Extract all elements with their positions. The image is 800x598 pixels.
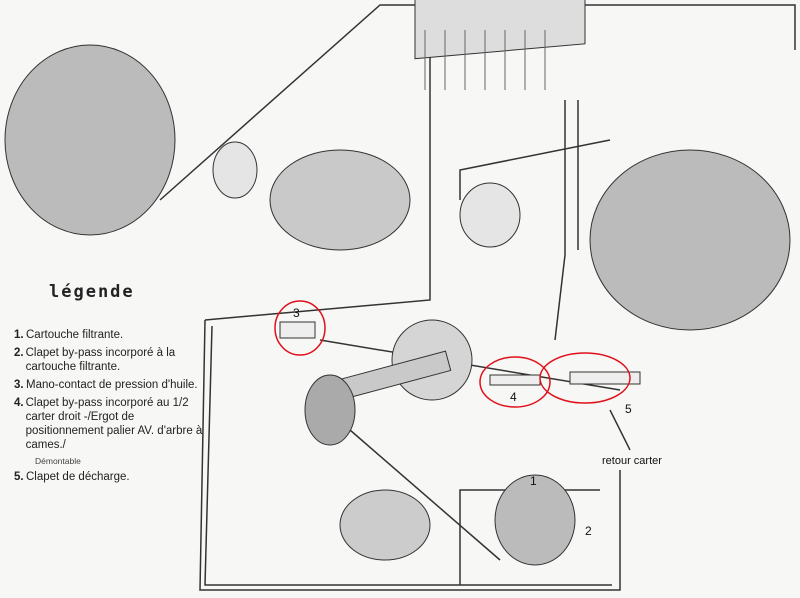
red-circle-4 [479,356,551,408]
oil-cooler [414,0,586,90]
legend-item: 5.Clapet de décharge. [14,471,130,483]
legend-item: 3.Mano-contact de pression d'huile. [14,379,198,391]
callout-3: 3 [293,306,300,320]
piston-left [212,141,258,199]
callout-2: 2 [585,524,592,538]
cylinder-head-right [589,149,791,331]
red-circle-3 [274,300,326,356]
callout-1: 1 [530,474,537,488]
crankshaft [269,149,411,251]
cylinder-head-left [4,44,176,236]
oil-pump [304,374,356,446]
legend-item: 4.Clapet by-pass incorporé au 1/2 carter… [14,397,203,451]
oil-line [159,4,796,201]
oil-line [199,319,621,591]
oil-line [204,20,431,321]
callout-5: 5 [625,402,632,416]
filter-cartridge [494,474,576,566]
oil-line [459,139,611,200]
oil-line [554,100,566,341]
legend-note: Démontable [35,456,81,466]
legend: légende 1.Cartouche filtrante. 2.Clapet … [14,282,214,488]
oil-line [609,409,631,451]
legend-item: 2.Clapet by-pass incorporé à la cartouch… [14,347,176,373]
oil-line [204,325,612,586]
mano-contact [279,321,316,339]
red-circle-5 [539,352,631,404]
legend-item: 1.Cartouche filtrante. [14,329,124,341]
callout-4: 4 [510,390,517,404]
bypass-valve [489,374,541,386]
strainer [339,489,431,561]
piston-right [459,182,521,248]
oil-line [349,429,501,561]
retour-carter-label: retour carter [602,455,662,467]
discharge-valve [569,371,641,385]
legend-title: légende [49,282,135,302]
